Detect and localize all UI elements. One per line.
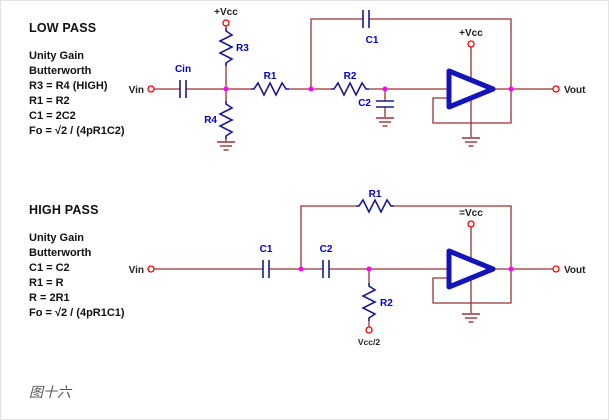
- highpass-note-line: R1 = R: [29, 277, 64, 289]
- lowpass-r1-label: R1: [264, 71, 277, 82]
- lowpass-c2-capacitor: [376, 100, 394, 108]
- ground-symbol: [216, 141, 236, 151]
- lowpass-opamp-vcc-label: +Vcc: [459, 28, 483, 39]
- lowpass-note-line: Butterworth: [29, 65, 92, 77]
- highpass-vcc-half-label: Vcc/2: [358, 337, 380, 347]
- highpass-vin-label: Vin: [129, 265, 144, 276]
- highpass-vin-terminal: [147, 265, 155, 273]
- highpass-note-line: C1 = C2: [29, 262, 70, 274]
- lowpass-title: LOW PASS: [29, 21, 97, 35]
- lowpass-cin-label: Cin: [175, 64, 191, 75]
- junction-node: [366, 266, 372, 272]
- highpass-c2-label: C2: [320, 244, 333, 255]
- highpass-opamp-vcc-label: =Vcc: [459, 208, 483, 219]
- lowpass-opamp-vcc-terminal: [467, 40, 475, 48]
- junction-node: [298, 266, 304, 272]
- junction-node: [508, 266, 514, 272]
- highpass-title: HIGH PASS: [29, 203, 99, 217]
- lowpass-vcc-rail-label: +Vcc: [214, 7, 238, 18]
- highpass-r1-resistor: [355, 199, 395, 213]
- lowpass-note-line: Fo = √2 / (4pR1C2): [29, 125, 125, 137]
- lowpass-c1-label: C1: [366, 35, 379, 46]
- lowpass-r3-label: R3: [236, 43, 249, 54]
- highpass-note-line: R = 2R1: [29, 292, 70, 304]
- junction-node: [382, 86, 388, 92]
- lowpass-note-line: Unity Gain: [29, 50, 85, 62]
- highpass-r1-label: R1: [369, 189, 382, 200]
- highpass-c1-label: C1: [260, 244, 273, 255]
- junction-node: [223, 86, 229, 92]
- lowpass-c2-label: C2: [358, 98, 371, 109]
- lowpass-r4-resistor: [219, 100, 233, 140]
- ground-symbol: [461, 313, 481, 323]
- lowpass-r3-resistor: [219, 27, 233, 67]
- lowpass-opamp: [446, 68, 496, 110]
- lowpass-circuit: Vin Cin +Vcc R3 R4 R1: [129, 7, 586, 151]
- highpass-r2-label: R2: [380, 298, 393, 309]
- lowpass-wires: [154, 18, 553, 142]
- ground-symbol: [461, 137, 481, 147]
- highpass-notes: HIGH PASS Unity Gain Butterworth C1 = C2…: [29, 203, 125, 321]
- highpass-wires: [154, 205, 553, 327]
- lowpass-note-line: C1 = 2C2: [29, 110, 76, 122]
- lowpass-vin-terminal: [147, 85, 155, 93]
- junction-node: [508, 86, 514, 92]
- highpass-opamp-vcc-terminal: [467, 220, 475, 228]
- lowpass-c1-capacitor: [362, 10, 370, 28]
- lowpass-vcc-terminal: [222, 19, 230, 27]
- lowpass-vin-label: Vin: [129, 85, 144, 96]
- highpass-r2-resistor: [362, 282, 376, 322]
- lowpass-notes: LOW PASS Unity Gain Butterworth R3 = R4 …: [29, 21, 125, 139]
- lowpass-cin-capacitor: [179, 80, 187, 98]
- lowpass-vout-label: Vout: [564, 85, 586, 96]
- lowpass-r2-resistor: [330, 82, 370, 96]
- lowpass-vout-terminal: [552, 85, 560, 93]
- highpass-vcc-half-terminal: [365, 326, 373, 334]
- highpass-opamp: [446, 248, 496, 290]
- figure-caption: 图十六: [29, 385, 71, 401]
- ground-symbol: [375, 117, 395, 127]
- junction-node: [308, 86, 314, 92]
- highpass-c2-capacitor: [322, 260, 330, 278]
- lowpass-note-line: R3 = R4 (HIGH): [29, 80, 108, 92]
- highpass-note-line: Fo = √2 / (4pR1C1): [29, 307, 125, 319]
- highpass-vout-terminal: [552, 265, 560, 273]
- highpass-circuit: Vin C1 C2 R1 Vcc/2 R2: [129, 189, 587, 347]
- highpass-note-line: Butterworth: [29, 247, 92, 259]
- highpass-vout-label: Vout: [564, 265, 586, 276]
- lowpass-note-line: R1 = R2: [29, 95, 70, 107]
- lowpass-r4-label: R4: [204, 115, 217, 126]
- highpass-c1-capacitor: [262, 260, 270, 278]
- lowpass-r2-label: R2: [344, 71, 357, 82]
- lowpass-r1-resistor: [250, 82, 290, 96]
- highpass-note-line: Unity Gain: [29, 232, 85, 244]
